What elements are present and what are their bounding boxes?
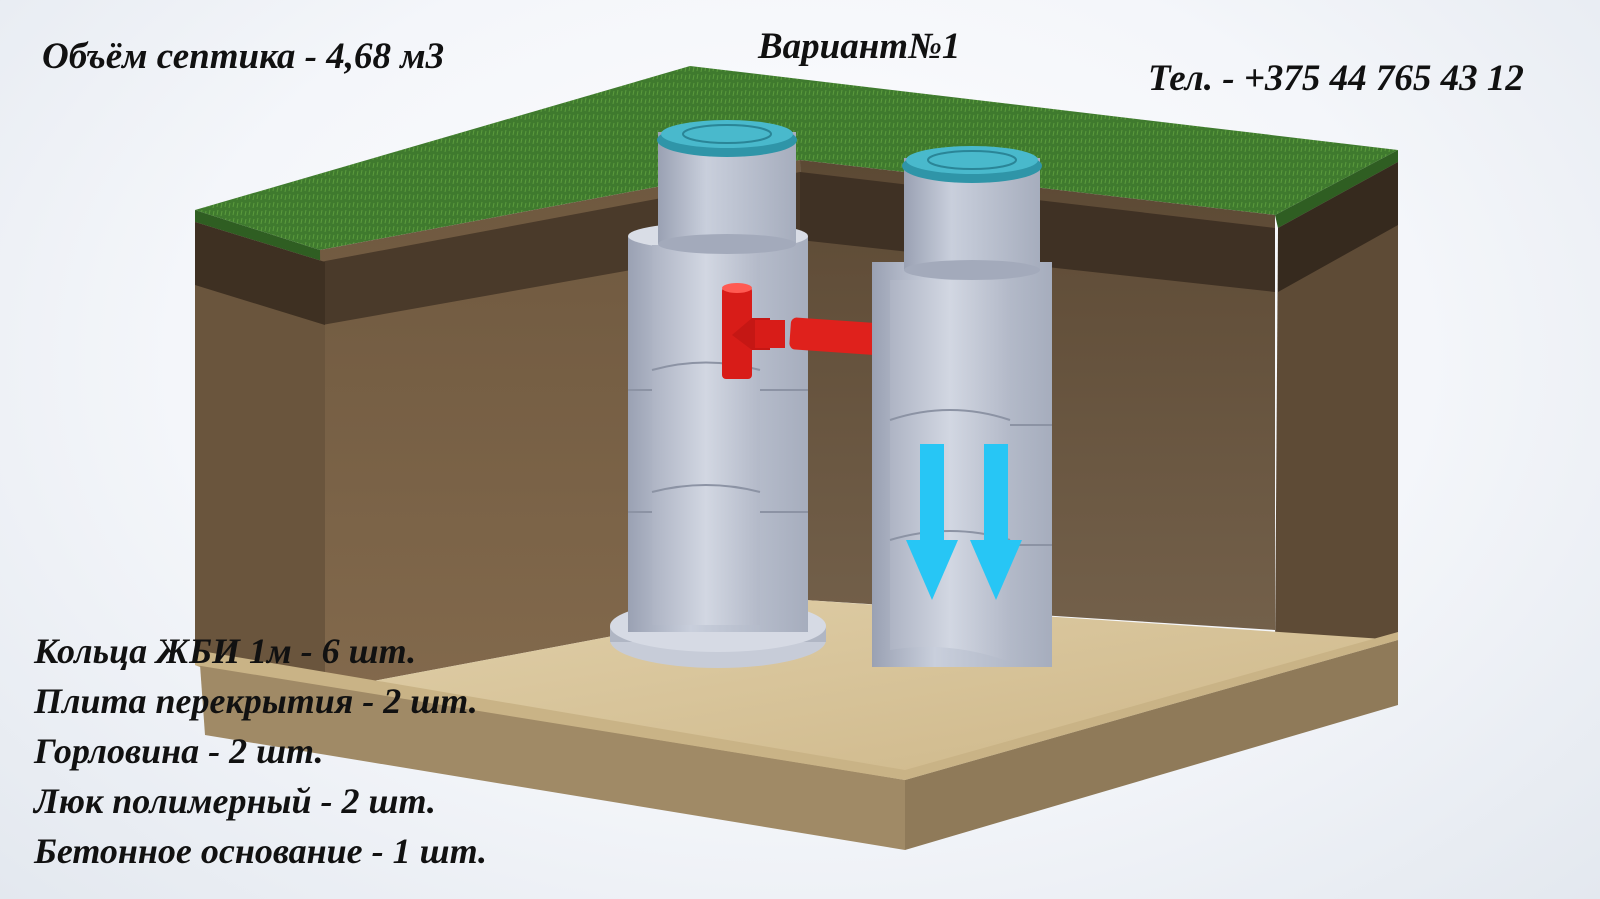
spec-item-rings: Кольца ЖБИ 1м - 6 шт. [34,631,417,671]
grass-edge-right [1275,150,1398,228]
phone-number: Тел. - +375 44 765 43 12 [1148,58,1524,99]
left-tank [610,120,826,668]
components-list: Кольца ЖБИ 1м - 6 шт. Плита перекрытия -… [34,626,487,876]
spec-item-slab: Плита перекрытия - 2 шт. [34,681,478,721]
grass-top [195,66,1398,250]
variant-title: Вариант№1 [758,26,961,67]
grass-edge-left [195,210,325,262]
sand-floor [325,600,1398,780]
base-front-right [905,640,1398,850]
spec-item-base: Бетонное основание - 1 шт. [34,831,488,871]
right-tank [872,146,1052,667]
soil-face-left [195,222,325,705]
down-arrow-icon [906,444,958,600]
soil-face-right [1275,162,1398,655]
spec-item-neck: Горловина - 2 шт. [34,731,324,771]
down-arrow-icon [970,444,1022,600]
topsoil-face-right [1278,162,1398,292]
base-front-left [200,665,905,850]
septic-volume-title: Объём септика - 4,68 м3 [42,36,445,77]
topsoil-face-left [195,222,325,325]
spec-item-hatch: Люк полимерный - 2 шт. [34,781,436,821]
base-top-strip [195,632,1398,780]
